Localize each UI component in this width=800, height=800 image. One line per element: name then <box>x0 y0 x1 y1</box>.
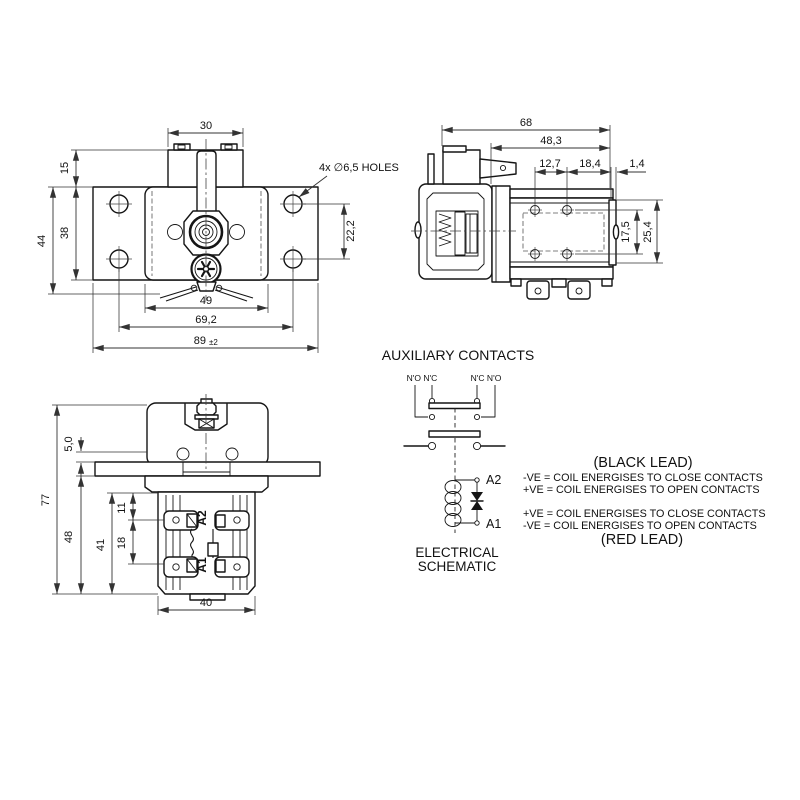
red-lead-note-2: -VE = COIL ENERGISES TO OPEN CONTACTS <box>523 520 757 532</box>
dim-plate-width: 89 <box>194 335 206 347</box>
bottom-view: A2 A1 77 5,0 48 41 11 <box>40 394 321 615</box>
front-view: 30 15 38 44 22,2 49 69,2 <box>36 120 399 353</box>
side-spade-terminals <box>526 280 591 300</box>
aux-contacts-diagram: AUXILIARY CONTACTS N'O N'C N'C N'O <box>382 347 534 477</box>
dim-hole-spacing-v: 22,2 <box>345 220 357 241</box>
aux-bridge-2 <box>428 430 481 438</box>
bottom-dimensions: 77 5,0 48 41 11 18 40 <box>40 404 256 615</box>
schematic-caption-2: SCHEMATIC <box>418 559 497 574</box>
bottom-flange-plate <box>94 461 321 477</box>
schematic-label-a2: A2 <box>486 473 501 487</box>
dim-plate-width-tol: ±2 <box>209 338 218 347</box>
dim-hole-spacing-v-side: 17,5 <box>620 221 632 242</box>
side-plate <box>509 197 614 268</box>
schematic-label-a1: A1 <box>486 517 501 531</box>
side-body <box>418 183 493 280</box>
lead-notes: (BLACK LEAD) -VE = COIL ENERGISES TO CLO… <box>523 455 766 548</box>
black-lead-heading: (BLACK LEAD) <box>593 455 692 471</box>
side-band <box>491 185 511 283</box>
bottom-step-flange <box>144 475 269 493</box>
side-blade-terminal <box>479 158 517 179</box>
dim-lower-body: 41 <box>95 539 107 551</box>
dim-overall-height: 44 <box>36 235 48 247</box>
coil-symbol <box>444 480 462 527</box>
electrical-schematic: A2 A1 ELECTRICAL SCHEMATIC <box>415 473 501 574</box>
dim-below-flange: 48 <box>63 531 75 543</box>
dim-plate-depth: 48,3 <box>540 135 561 147</box>
dim-body-width-bottom: 40 <box>200 597 212 609</box>
front-coil-leads <box>159 281 254 302</box>
black-lead-note-1: -VE = COIL ENERGISES TO CLOSE CONTACTS <box>523 472 763 484</box>
red-lead-heading: (RED LEAD) <box>601 532 683 548</box>
dim-plate-height-side: 25,4 <box>642 221 654 242</box>
front-dimensions: 30 15 38 44 22,2 49 69,2 <box>36 120 399 353</box>
dim-terminal-row1: 11 <box>116 502 128 513</box>
side-base <box>509 266 614 280</box>
side-spring <box>438 213 452 247</box>
dim-body-width: 49 <box>200 295 212 307</box>
dim-bracket-height: 15 <box>59 162 71 174</box>
red-lead-note-1: +VE = COIL ENERGISES TO CLOSE CONTACTS <box>523 508 766 520</box>
bottom-notch <box>184 403 228 431</box>
side-bracket <box>442 149 481 185</box>
black-lead-note-2: +VE = COIL ENERGISES TO OPEN CONTACTS <box>523 484 760 496</box>
side-view: 68 48,3 12,7 18,4 1,4 17,5 25,4 <box>411 117 663 300</box>
dim-hole-spacing-h: 69,2 <box>195 314 216 326</box>
aux-label-right: N'C N'O <box>471 373 502 383</box>
side-plate-holes <box>528 203 574 261</box>
bottom-stud <box>194 398 219 429</box>
dim-terminal-pitch: 18 <box>116 537 128 549</box>
dim-hole-spacing-1: 12,7 <box>539 158 560 170</box>
terminal-label-a1: A1 <box>195 557 209 573</box>
dim-flange-offset: 5,0 <box>63 436 75 451</box>
side-tab <box>427 153 435 185</box>
bottom-coil-terminals <box>163 510 250 578</box>
front-contact-strap <box>196 150 217 229</box>
aux-label-left: N'O N'C <box>407 373 438 383</box>
schematic-caption-1: ELECTRICAL <box>415 545 499 560</box>
aux-bridge-1 <box>428 402 481 410</box>
bottom-foot <box>189 593 226 601</box>
dim-hole-spacing-2: 18,4 <box>579 158 600 170</box>
holes-note: 4x ∅6,5 HOLES <box>319 162 399 174</box>
front-mounting-holes <box>106 191 306 272</box>
dim-overall-depth: 68 <box>520 117 532 129</box>
dim-plate-thickness: 1,4 <box>629 158 644 170</box>
side-dimensions: 68 48,3 12,7 18,4 1,4 17,5 25,4 <box>441 117 663 264</box>
suppression-diode <box>470 492 484 510</box>
dim-plate-height: 38 <box>59 227 71 239</box>
terminal-label-a2: A2 <box>195 510 209 526</box>
dim-overall-height-bottom: 77 <box>40 494 52 506</box>
dim-bracket-width: 30 <box>200 120 212 132</box>
aux-contacts-title: AUXILIARY CONTACTS <box>382 347 534 363</box>
